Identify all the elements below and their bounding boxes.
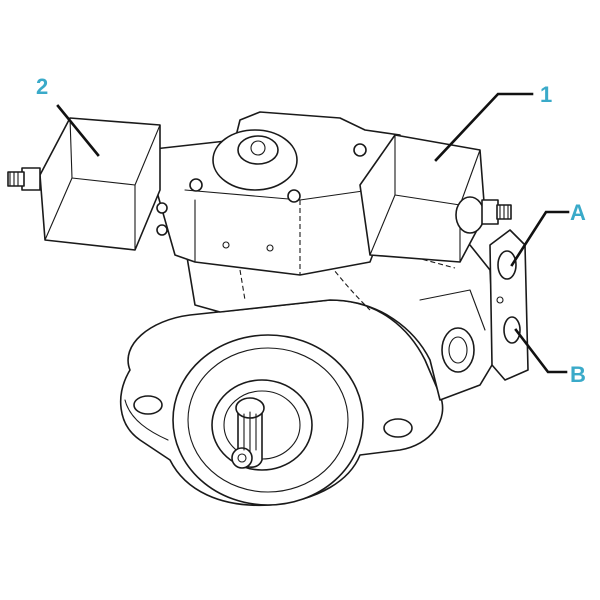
callout-label-a: A [570, 200, 586, 225]
callout-label-1: 1 [540, 82, 552, 107]
leader-2 [56, 104, 100, 157]
control-block [144, 111, 401, 276]
drive-shaft-assembly [172, 334, 364, 506]
callout-label-b: B [570, 362, 586, 387]
solenoid-2 [7, 117, 161, 251]
leader-b [514, 328, 568, 374]
port-plate [489, 229, 529, 381]
leader-a [510, 210, 570, 267]
callout-label-2: 2 [36, 74, 48, 99]
leader-lines [56, 92, 570, 374]
solenoid-1 [359, 134, 512, 263]
leader-1 [434, 92, 534, 162]
